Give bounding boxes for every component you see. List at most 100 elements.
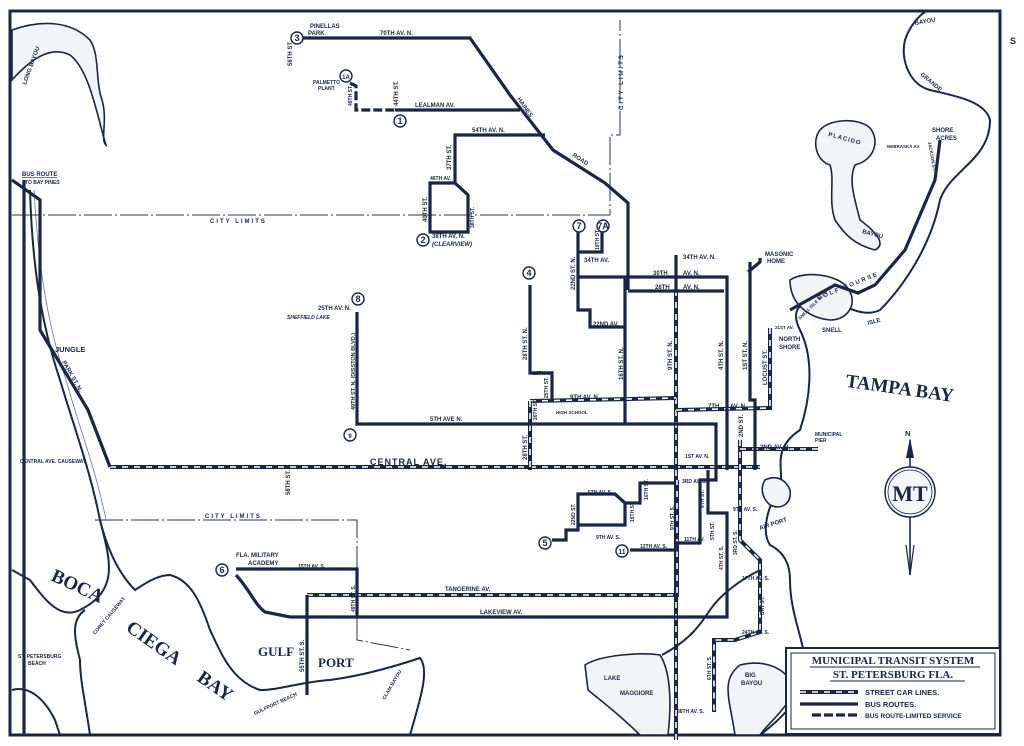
coastline xyxy=(11,11,992,736)
map-label: CITY LIMITS xyxy=(619,53,625,110)
map-label: BUS ROUTE-LIMITED SERVICE xyxy=(865,713,962,720)
map-label: 22ND ST. xyxy=(571,503,577,525)
map-label: AV. N. xyxy=(730,404,747,410)
map-label: SHORE xyxy=(932,128,953,134)
route-marker-6: 7A xyxy=(596,219,610,233)
map-label: 70TH AV. N. xyxy=(380,31,413,37)
route-6 xyxy=(578,225,604,254)
map-label: LOCUST ST. xyxy=(763,350,769,385)
map-label: 49TH ST. N. (DISSTON BLVD.) xyxy=(351,333,357,410)
map-label: 37TH ST. xyxy=(447,145,453,170)
map-line xyxy=(11,688,61,736)
map-label: 7TH xyxy=(708,404,719,410)
map-label: 7 xyxy=(576,221,581,231)
map-label: SNELL xyxy=(822,328,842,334)
map-line xyxy=(790,652,996,730)
map-label: PORT xyxy=(318,655,354,670)
map-label: 4TH ST. N. xyxy=(719,340,725,370)
map-label: MASONIC xyxy=(765,252,794,258)
compass-rose: N MT xyxy=(884,429,936,576)
map-label: 9TH ST. N. xyxy=(668,340,674,370)
route-marker-2: 2 xyxy=(416,233,430,247)
route-marker-9: 6 xyxy=(215,563,229,577)
map-label: FLA. MILITARY xyxy=(236,553,279,559)
map-label: 19TH ST. xyxy=(595,229,601,250)
map-line xyxy=(12,20,621,216)
map-label: N xyxy=(905,429,910,438)
map-line xyxy=(351,292,365,306)
map-label: LAKEVIEW AV. xyxy=(480,610,522,616)
map-line xyxy=(578,275,729,470)
map-label: 9TH AV. S. xyxy=(596,535,621,541)
map-label: 1 xyxy=(397,116,402,126)
map-label: 19TH AV. xyxy=(533,371,555,377)
map-label: NORTH xyxy=(779,337,800,343)
map-label: BUS ROUTES. xyxy=(865,700,916,709)
map-label: BAYOU xyxy=(741,681,762,687)
map-label: 16TH ST. N. xyxy=(619,347,625,380)
route-marker-3: 3 xyxy=(290,31,304,45)
map-label: PALMETTO xyxy=(313,80,340,86)
map-label: 38TH ST. xyxy=(470,207,476,228)
map-label: 40TH ST. xyxy=(423,197,429,222)
legend-subtitle: ST. PETERSBURG FLA. xyxy=(833,669,953,681)
map-label: 8 xyxy=(355,294,360,304)
map-label: PLANT xyxy=(318,86,335,92)
map-label: AV. N. xyxy=(683,285,700,291)
route-3 xyxy=(296,36,630,290)
edge-mark: S xyxy=(1010,36,1016,46)
map-label: 22ND ST. N. xyxy=(571,256,577,290)
map-label: 4TH ST. S. xyxy=(719,545,725,570)
bay-label: BAY xyxy=(193,667,237,706)
route-7 xyxy=(355,312,718,470)
map-label: GULFPORT BEACH xyxy=(253,691,298,716)
map-label: 9TH AV. N. xyxy=(570,395,600,401)
map-line xyxy=(99,519,426,736)
airport-basin xyxy=(761,476,791,508)
map-label: STREET CAR LINES. xyxy=(865,688,939,697)
map-label: NEBRASKA AV. xyxy=(887,144,920,149)
map-label: 2ND ST. xyxy=(739,414,745,437)
map-label: 38TH AV. N. xyxy=(432,234,465,240)
map-label: 34TH AV. xyxy=(584,258,609,264)
map-label: 49TH ST. xyxy=(348,85,354,106)
map-label: 6TH ST. S. xyxy=(707,655,713,680)
map-label: MUNICIPAL xyxy=(815,432,842,438)
route-9 xyxy=(234,567,359,619)
legend-title: MUNICIPAL TRANSIT SYSTEM xyxy=(812,655,975,667)
map-line xyxy=(529,397,677,402)
map-label: 12TH AV. S. xyxy=(640,544,668,550)
map-label: 3RD ST. S. xyxy=(733,530,739,555)
map-label: TO BAY PINES xyxy=(25,180,60,186)
map-label: PARK xyxy=(308,31,325,37)
route-markers: 3 1A 1 2 7 7A 4 8 9 5 11 6 xyxy=(215,31,629,577)
map-line xyxy=(393,114,407,128)
route-marker-4: 4 xyxy=(522,266,536,280)
map-label: ISLE xyxy=(867,318,881,327)
map-label: (CLEARVIEW) xyxy=(432,242,472,248)
map-label: 46TH AV. xyxy=(430,176,452,182)
map-label: 38TH AV. S. xyxy=(677,709,705,715)
map-line xyxy=(33,189,107,521)
map-line xyxy=(906,438,914,458)
map-line xyxy=(95,519,411,651)
map-label: GULF xyxy=(258,644,294,659)
bus-routes xyxy=(11,36,942,735)
city-limits xyxy=(12,20,621,651)
route-8 xyxy=(552,492,627,542)
map-label: 55TH ST. S. xyxy=(300,639,306,672)
map-label: LEALMAN AV. xyxy=(415,103,455,109)
map-label: BUS ROUTE xyxy=(22,172,57,178)
map-label: 44TH ST. xyxy=(394,81,400,106)
big-bayou xyxy=(727,662,793,736)
map-label: CLAM BAYOU xyxy=(382,669,404,701)
route-marker-7: 8 xyxy=(351,292,365,306)
map-label: BAYOU xyxy=(914,17,936,27)
map-label: 26TH ST. xyxy=(533,399,539,420)
map-label: 49TH ST. S. xyxy=(351,584,357,612)
map-label: HIGH SCHOOL xyxy=(556,410,588,415)
map-label: 1A xyxy=(342,75,350,81)
map-line xyxy=(522,266,536,280)
map-label: 25TH AV. N. xyxy=(318,306,351,312)
mt-logo: MT xyxy=(892,481,928,506)
